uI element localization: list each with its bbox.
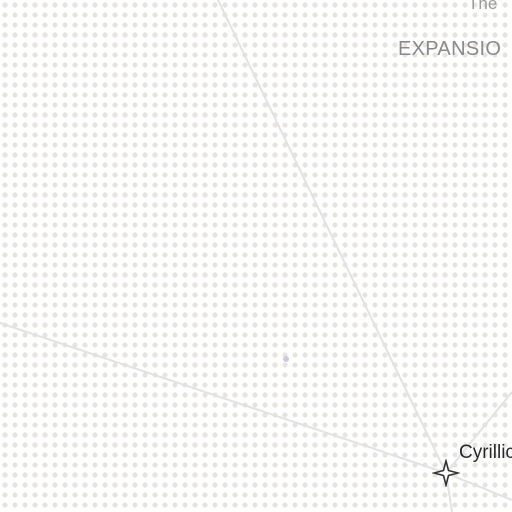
top-partial-label: The — [468, 0, 498, 13]
connector-line-right-down — [445, 472, 512, 501]
small-dot-icon — [283, 356, 289, 362]
section-label: EXPANSIO — [398, 38, 502, 60]
connector-line-right-up — [445, 391, 512, 474]
four-point-star-icon[interactable] — [432, 459, 460, 487]
connector-line-left — [0, 322, 447, 474]
node-label[interactable]: Cyrillic — [459, 442, 512, 463]
connector-line-diagonal-top — [217, 0, 447, 474]
